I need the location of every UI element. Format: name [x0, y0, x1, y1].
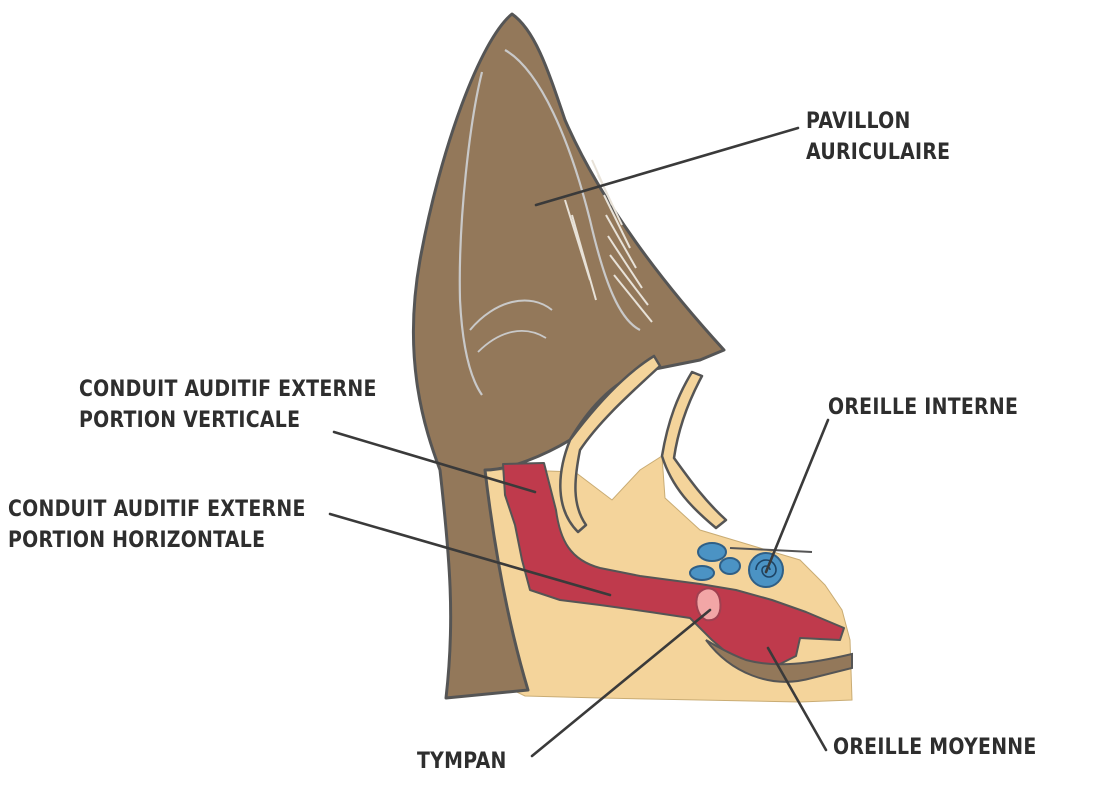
leader-tympan [530, 608, 712, 758]
pinna-fold-outer [458, 71, 484, 396]
label-conduit-vertical-line-2: PORTION VERTICALE [79, 408, 301, 433]
label-oreille-moyenne: OREILLE MOYENNE [833, 732, 1037, 763]
cochlea-spiral [755, 559, 777, 578]
inner-ear-line [729, 547, 813, 553]
eardrum [695, 587, 722, 622]
label-tympan: TYMPAN [417, 746, 507, 777]
label-conduit-vertical-line-1: CONDUIT AUDITIF EXTERNE [79, 377, 377, 402]
pinna-fold-inner [504, 49, 641, 331]
pinna-fold-concha [469, 299, 553, 331]
label-conduit-horizontal-line-2: PORTION HORIZONTALE [8, 528, 266, 553]
label-tympan-line-1: TYMPAN [417, 749, 507, 774]
leader-conduit-vertical [332, 430, 537, 494]
label-oreille-interne-line-1: OREILLE INTERNE [828, 395, 1019, 420]
label-pavillon-auriculaire: PAVILLON AURICULAIRE [806, 106, 950, 168]
label-conduit-horizontal-line-1: CONDUIT AUDITIF EXTERNE [8, 497, 306, 522]
external-ear-canal [502, 462, 845, 671]
leader-oreille-moyenne [766, 646, 828, 752]
leader-conduit-horizontal [328, 512, 612, 597]
cartilage-strip-2 [660, 370, 728, 530]
leader-pavillon [534, 126, 800, 207]
inner-ear [689, 542, 784, 588]
label-oreille-interne: OREILLE INTERNE [828, 392, 1018, 423]
middle-ear-floor [705, 639, 853, 683]
label-oreille-moyenne-line-1: OREILLE MOYENNE [833, 735, 1037, 760]
leader-oreille-interne [764, 418, 830, 574]
label-conduit-vertical: CONDUIT AUDITIF EXTERNE PORTION VERTICAL… [79, 374, 377, 436]
label-pavillon-line-1: PAVILLON [806, 109, 911, 134]
pinna-fold-concha-2 [477, 330, 547, 353]
label-conduit-horizontal: CONDUIT AUDITIF EXTERNE PORTION HORIZONT… [8, 494, 306, 556]
cartilage-strip [559, 354, 662, 534]
label-pavillon-line-2: AURICULAIRE [806, 140, 951, 165]
pinna-hatching [564, 159, 653, 323]
